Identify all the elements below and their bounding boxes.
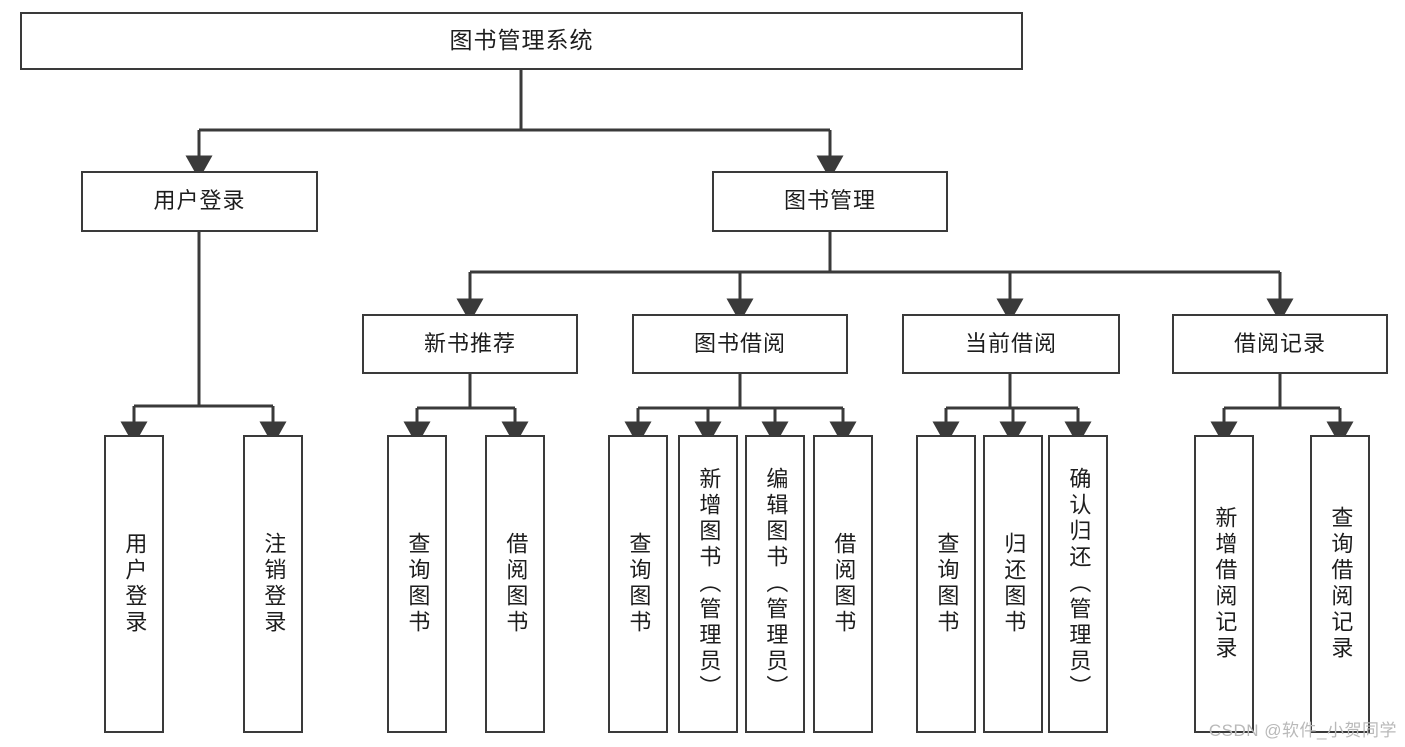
leaf-new-book-borrow-books[interactable]: 借阅图书 [485,435,545,733]
leaf-current-borrow-query-books[interactable]: 查询图书 [916,435,976,733]
leaf-book-borrow-query-books[interactable]: 查询图书 [608,435,668,733]
leaf-new-book-query-books[interactable]: 查询图书 [387,435,447,733]
leaf-borrow-record-query-record[interactable]: 查询借阅记录 [1310,435,1370,733]
leaf-user-login-login[interactable]: 用户登录 [104,435,164,733]
leaf-book-borrow-add-book-admin[interactable]: 新增图书（管理员） [678,435,738,733]
leaf-book-borrow-edit-book-admin[interactable]: 编辑图书（管理员） [745,435,805,733]
leaf-current-borrow-confirm-return-admin[interactable]: 确认归还（管理员） [1048,435,1108,733]
node-book-borrowing[interactable]: 图书借阅 [632,314,848,374]
watermark-text: CSDN @软件_小贺同学 [1208,721,1397,740]
leaf-borrow-record-add-record[interactable]: 新增借阅记录 [1194,435,1254,733]
node-user-login[interactable]: 用户登录 [81,171,318,232]
node-new-book-recommendation[interactable]: 新书推荐 [362,314,578,374]
node-root-book-management-system[interactable]: 图书管理系统 [20,12,1023,70]
leaf-user-login-logout[interactable]: 注销登录 [243,435,303,733]
node-borrowing-records[interactable]: 借阅记录 [1172,314,1388,374]
node-current-borrowing[interactable]: 当前借阅 [902,314,1120,374]
leaf-current-borrow-return-books[interactable]: 归还图书 [983,435,1043,733]
leaf-book-borrow-borrow-books[interactable]: 借阅图书 [813,435,873,733]
node-book-management[interactable]: 图书管理 [712,171,948,232]
